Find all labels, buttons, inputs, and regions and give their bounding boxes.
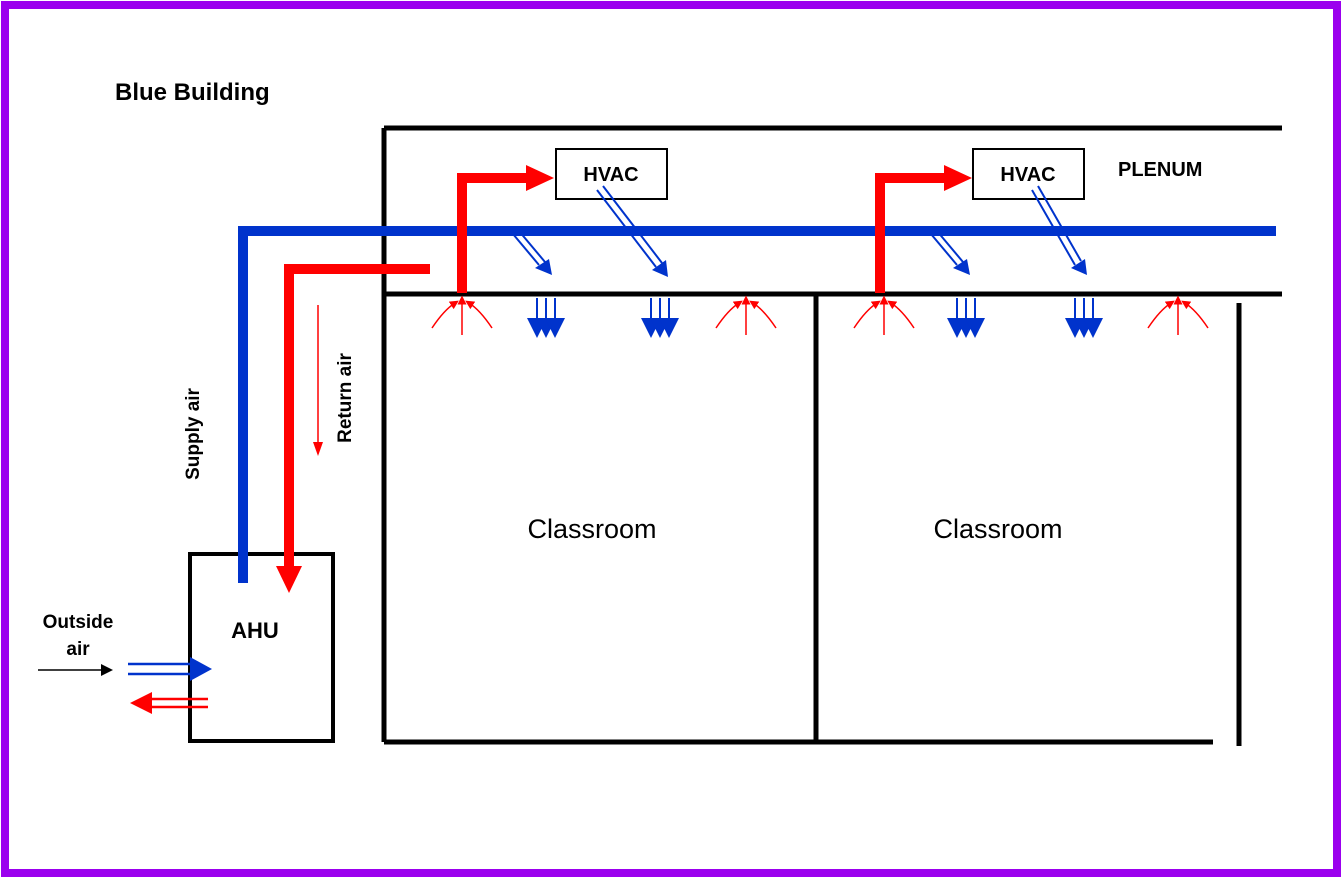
exhaust-air-arrow	[130, 692, 208, 714]
hvac-2-return-arrow-head	[944, 165, 972, 191]
supply-diffuser-3	[947, 298, 985, 338]
supply-duct	[238, 226, 1276, 583]
return-duct-arrow-head	[276, 566, 302, 593]
ahu-box	[188, 552, 335, 743]
supply-air-label: Supply air	[183, 387, 204, 479]
hvac-unit-2-label: HVAC	[1000, 164, 1055, 186]
return-duct	[284, 264, 430, 566]
hvac-unit-1	[555, 148, 668, 200]
building-walls	[381, 125, 1282, 746]
supply-diffuser-4	[1065, 298, 1103, 338]
hvac-unit-1-label: HVAC	[583, 164, 638, 186]
classroom-1-label: Classroom	[527, 514, 656, 544]
supply-diffuser-2	[641, 298, 679, 338]
hvac-1-return-arrow-head	[526, 165, 554, 191]
classroom-2-label: Classroom	[933, 514, 1062, 544]
hvac-2-return-duct	[875, 173, 948, 293]
outside-air-label-line1: Outside	[43, 612, 114, 633]
outside-air-supply-arrow	[128, 657, 212, 681]
page-title: Blue Building	[115, 79, 270, 106]
return-air-label: Return air	[335, 353, 356, 443]
plenum-label: PLENUM	[1118, 159, 1202, 181]
hvac-unit-2	[972, 148, 1085, 200]
outside-air-label-line2: air	[66, 639, 90, 660]
supply-diffuser-1	[527, 298, 565, 338]
return-grille-3	[853, 295, 915, 335]
return-grille-4	[1147, 295, 1209, 335]
diagonal-supply-arrows	[512, 185, 1087, 277]
return-grille-2	[715, 295, 777, 335]
return-grille-1	[431, 295, 493, 335]
hvac-1-return-duct	[457, 173, 530, 293]
return-air-arrow-head	[313, 442, 323, 456]
ahu-label: AHU	[231, 618, 279, 643]
